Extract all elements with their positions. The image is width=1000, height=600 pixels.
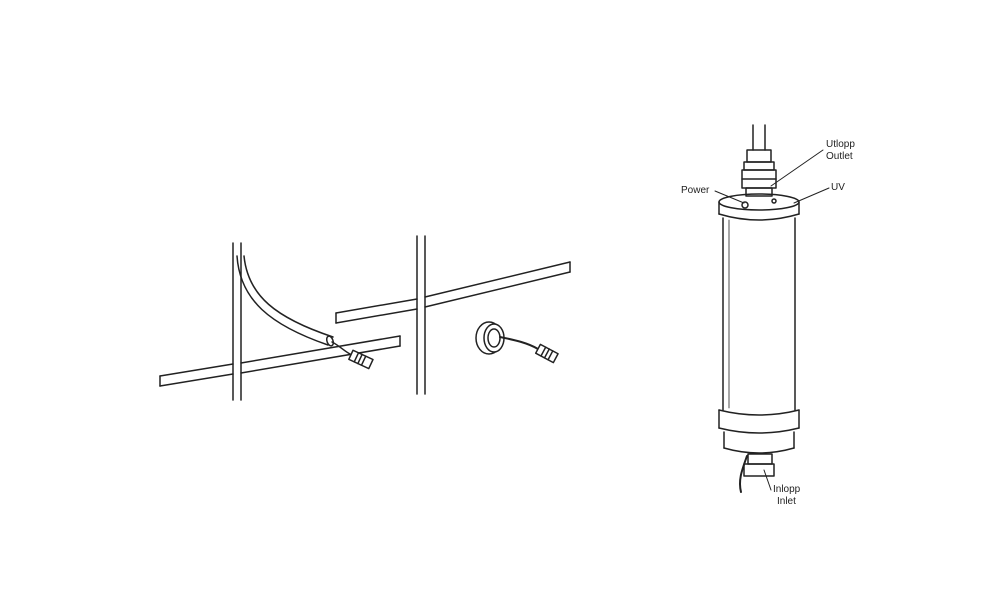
inlet-label: Inlet [777, 496, 796, 507]
wall-frame-left-section [159, 235, 571, 401]
uv-filter-unit [718, 124, 800, 493]
outlet-label: Outlet [826, 151, 853, 162]
power-cable-routed [236, 255, 374, 370]
cable-grommet [475, 321, 559, 364]
outlet-label-swedish: Utlopp [826, 139, 855, 150]
inlet-label-swedish: Inlopp [773, 484, 801, 495]
power-label: Power [681, 185, 710, 196]
uv-label: UV [831, 182, 845, 193]
label-leader-lines [714, 149, 830, 491]
